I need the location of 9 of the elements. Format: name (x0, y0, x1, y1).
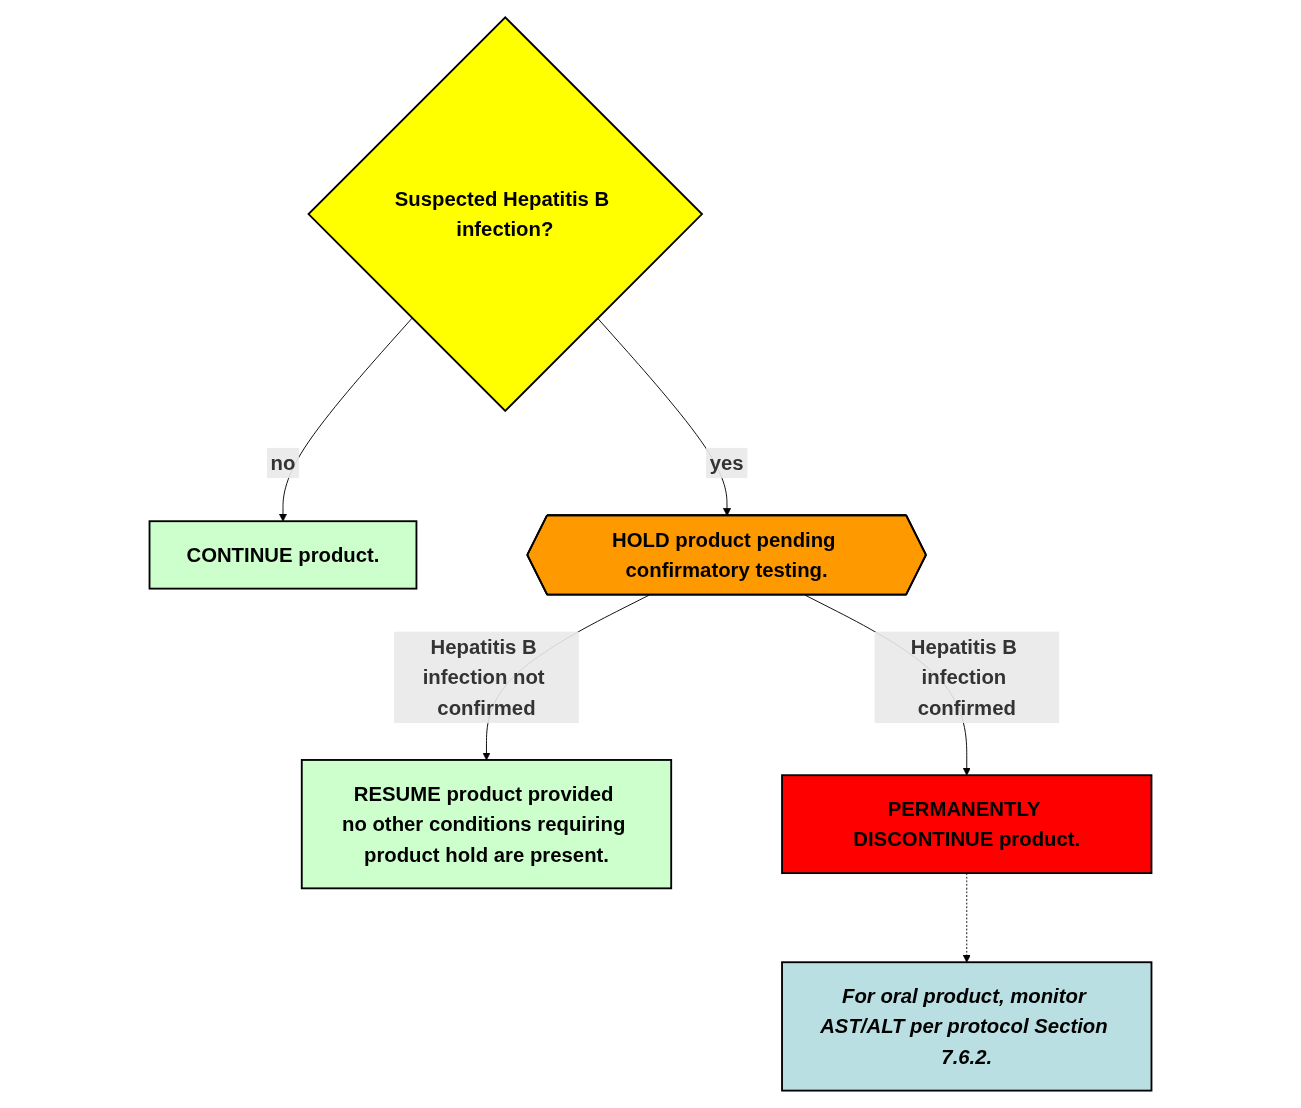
node-box: PERMANENTLY DISCONTINUE product. (781, 774, 1153, 875)
edge-label: Hepatitis B infection confirmed (910, 635, 1018, 720)
edge-label: Hepatitis B infection not confirmed (422, 635, 545, 720)
node-box: For oral product, monitor AST/ALT per protocol Section 7.6.2. (781, 961, 1153, 1092)
edge-label: yes (709, 451, 744, 475)
node-diamond: Suspected Hepatitis B infection? (307, 16, 704, 413)
node-box: CONTINUE product. (148, 520, 418, 590)
edge-label: no (270, 451, 296, 475)
node-box: RESUME product provided no other conditions requiring product hold are present. (300, 759, 673, 890)
